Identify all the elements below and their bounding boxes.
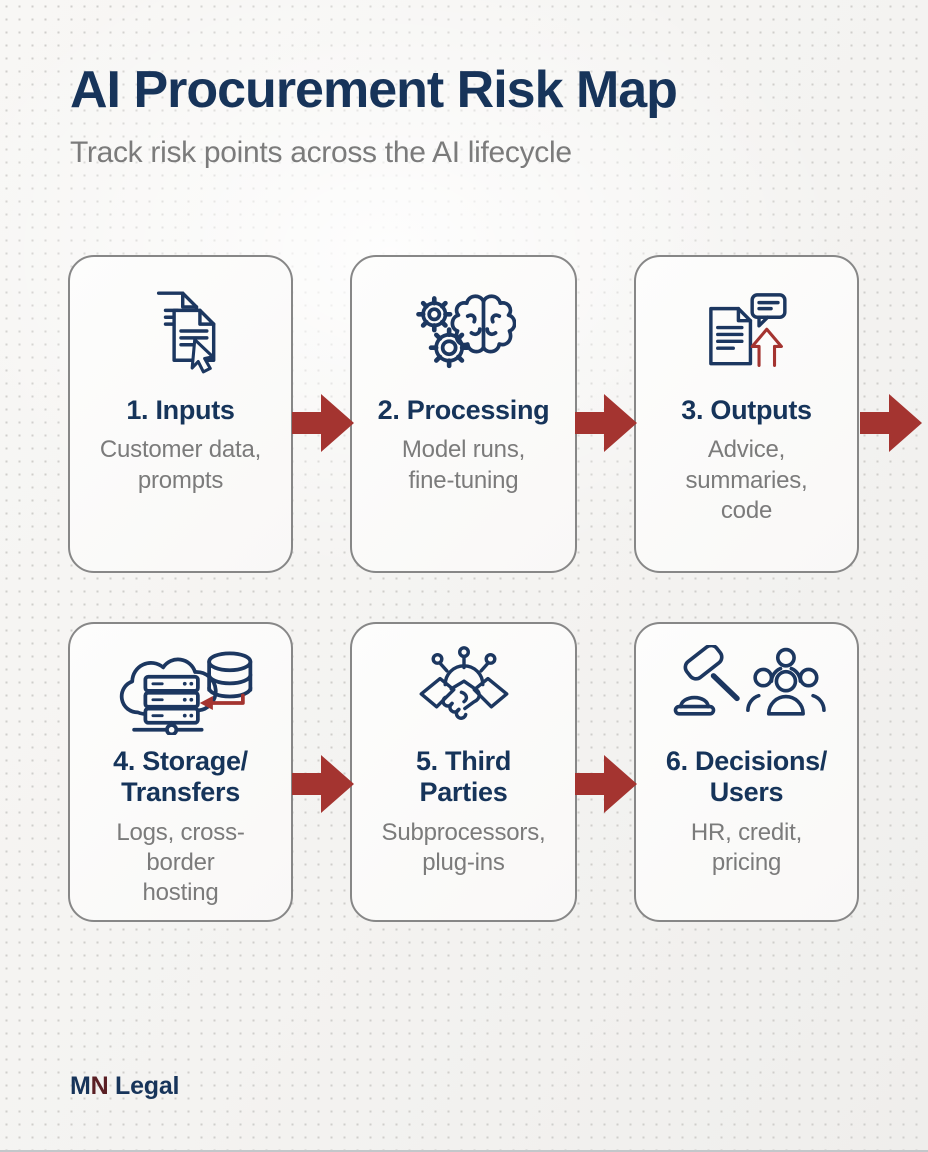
handshake-network-icon [417, 644, 511, 732]
card-title: 4. Storage/ Transfers [113, 746, 248, 808]
card-third-parties: 5. Third Parties Subprocessors, plug-ins [350, 622, 577, 922]
card-description: HR, credit, pricing [690, 818, 803, 876]
right-arrow-icon [860, 394, 922, 452]
cloud-server-database-icon [106, 644, 256, 735]
card-storage-transfers: 4. Storage/ Transfers Logs, cross- borde… [68, 622, 293, 922]
page-subtitle: Track risk points across the AI lifecycl… [70, 136, 572, 169]
gears-brain-icon [412, 281, 516, 381]
page-title: AI Procurement Risk Map [70, 61, 678, 119]
card-description: Logs, cross- border hosting [116, 818, 245, 907]
right-arrow-icon [292, 394, 354, 452]
card-description: Advice, summaries, code [685, 436, 808, 524]
card-inputs: 1. Inputs Customer data, prompts [68, 255, 293, 573]
brand-letter-n: N [90, 1072, 109, 1100]
card-title: 6. Decisions/ Users [665, 746, 828, 808]
card-description: Subprocessors, plug-ins [381, 818, 546, 876]
right-arrow-icon [575, 755, 637, 813]
card-title: 1. Inputs [126, 395, 235, 425]
card-decisions-users: 6. Decisions/ Users HR, credit, pricing [634, 622, 859, 922]
documents-cursor-icon [138, 281, 224, 381]
brand-letter-m: M [70, 1072, 91, 1100]
card-outputs: 3. Outputs Advice, summaries, code [634, 255, 859, 573]
card-description: Customer data, prompts [99, 436, 262, 494]
card-description: Model runs, fine-tuning [401, 436, 526, 494]
card-title: 5. Third Parties [415, 746, 512, 808]
card-title: 3. Outputs [681, 395, 812, 425]
brand-word-legal: Legal [115, 1072, 180, 1100]
gavel-people-icon [668, 644, 826, 732]
card-title: 2. Processing [377, 395, 550, 425]
card-processing: 2. Processing Model runs, fine-tuning [350, 255, 577, 573]
document-chat-upload-icon [704, 281, 790, 381]
right-arrow-icon [575, 394, 637, 452]
right-arrow-icon [292, 755, 354, 813]
